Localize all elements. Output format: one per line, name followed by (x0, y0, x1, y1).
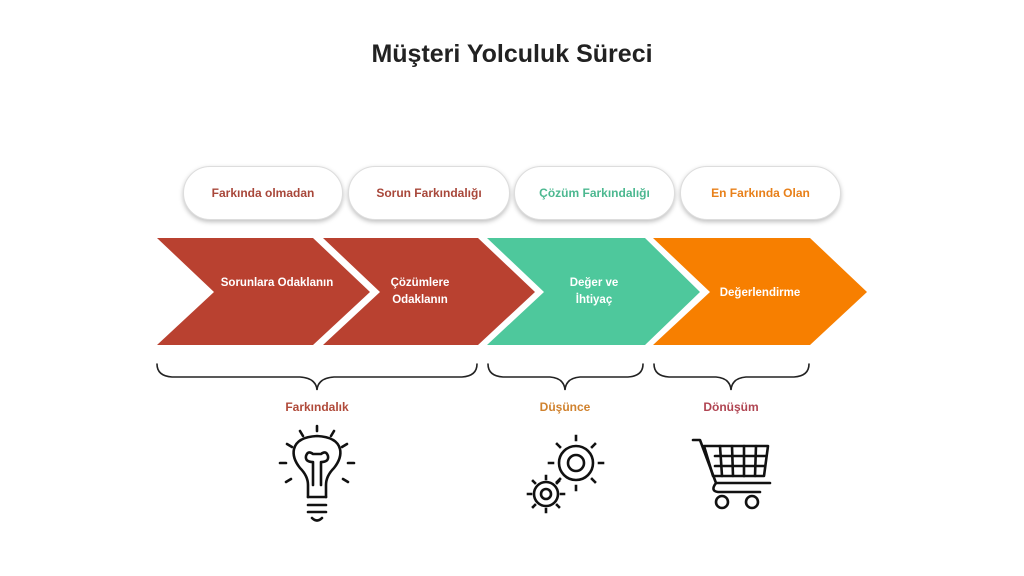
shopping-cart-icon (691, 438, 772, 510)
gears-icon (526, 434, 605, 514)
step-3-line1: Değer ve (569, 277, 619, 289)
step-4-line1: Değerlendirme (719, 287, 801, 299)
lightbulb-icon (278, 424, 356, 522)
brace-consideration (487, 363, 644, 391)
stage-consideration: Düşünce (539, 400, 591, 414)
chevron-step-2-label: Çözümlere Odaklanın (370, 275, 470, 309)
chevron-step-4 (653, 238, 867, 345)
chevron-step-3-label: Değer ve İhtiyaç (544, 275, 644, 309)
chevron-step-4-label: Değerlendirme (700, 285, 820, 302)
chevron-step-2 (323, 238, 535, 345)
step-3-line2: İhtiyaç (575, 294, 613, 306)
step-1-line1: Sorunlara Odaklanın (220, 277, 334, 289)
brace-conversion (653, 363, 810, 391)
awareness-pill-most-aware: En Farkında Olan (680, 166, 841, 220)
page-title: Müşteri Yolculuk Süreci (371, 40, 653, 68)
chevron-step-1-label: Sorunlara Odaklanın (214, 275, 340, 292)
step-2-line1: Çözümlere (390, 277, 450, 289)
chevron-step-1 (157, 238, 370, 345)
awareness-pill-solution: Çözüm Farkındalığı (514, 166, 675, 220)
awareness-pill-problem: Sorun Farkındalığı (348, 166, 510, 220)
chevron-step-3 (487, 238, 700, 345)
step-2-line2: Odaklanın (392, 294, 448, 306)
stage-awareness: Farkındalık (285, 400, 349, 414)
brace-awareness (156, 363, 478, 391)
awareness-pill-unaware: Farkında olmadan (183, 166, 343, 220)
stage-conversion: Dönüşüm (703, 400, 759, 414)
